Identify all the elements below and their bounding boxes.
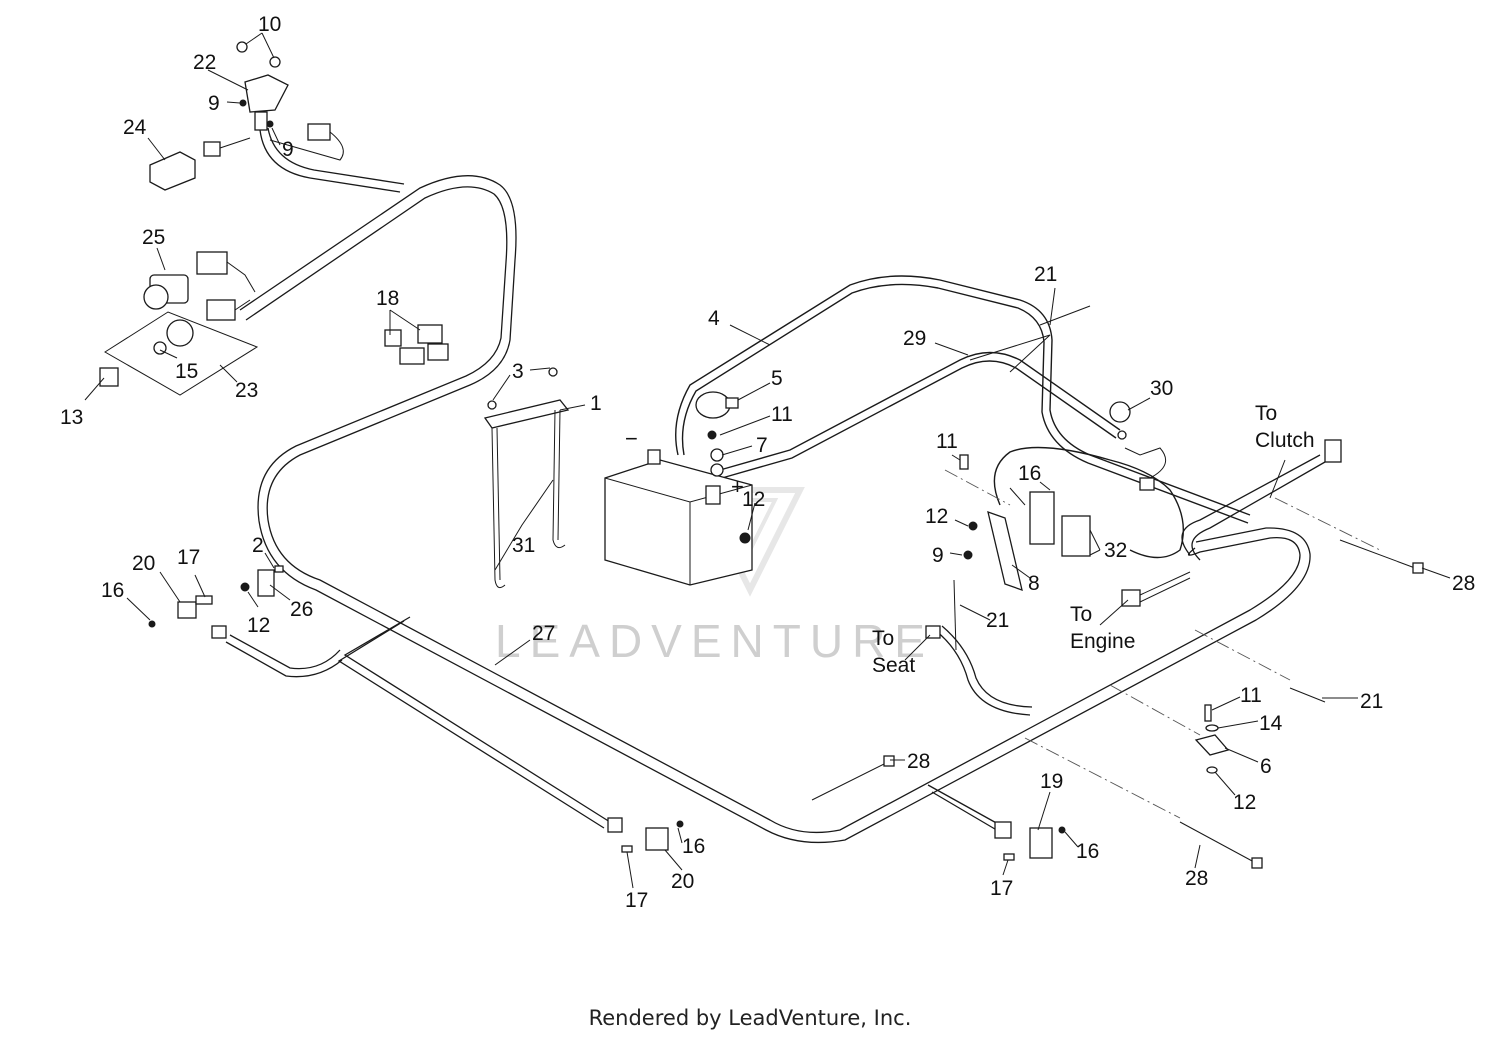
callout-21: 21 — [1360, 690, 1383, 713]
negative-terminal-symbol: − — [625, 426, 638, 451]
battery-cables — [675, 275, 1251, 524]
callout-9: 9 — [208, 92, 220, 115]
callout-25: 25 — [142, 226, 165, 249]
clutch-connector — [1324, 439, 1342, 463]
callout-3: 3 — [512, 360, 524, 383]
callout-29: 29 — [903, 327, 926, 350]
callout-28: 28 — [1452, 572, 1475, 595]
callout-18: 18 — [376, 287, 399, 310]
callout-2: 2 — [252, 534, 264, 557]
hour-meter — [149, 137, 251, 191]
callout-6: 6 — [1260, 755, 1272, 778]
hour-meter-bracket — [236, 41, 344, 161]
tie-strap-21-right — [1289, 687, 1326, 703]
callout-4: 4 — [708, 307, 720, 330]
battery — [604, 449, 753, 586]
callout-11: 11 — [1240, 684, 1262, 707]
to-clutch-label-line1: To — [1255, 402, 1277, 425]
callout-17: 17 — [177, 546, 200, 569]
callout-17: 17 — [990, 877, 1013, 900]
switch-20-bottom — [607, 817, 684, 853]
callout-12: 12 — [742, 488, 765, 511]
callout-32: 32 — [1104, 539, 1127, 562]
callout-7: 7 — [756, 434, 768, 457]
switch-20-left — [148, 595, 227, 639]
sensor-30 — [1109, 401, 1167, 491]
tie-28-bottom — [811, 755, 895, 801]
to-clutch-label-line2: Clutch — [1255, 429, 1315, 452]
callout-11: 11 — [936, 430, 958, 453]
switch-19 — [994, 821, 1066, 861]
tie-28-right — [1339, 539, 1424, 574]
footer-credit: Rendered by LeadVenture, Inc. — [588, 1006, 912, 1030]
callout-20: 20 — [671, 870, 694, 893]
callout-5: 5 — [771, 367, 783, 390]
callout-15: 15 — [175, 360, 198, 383]
callout-27: 27 — [532, 622, 555, 645]
destination-labels: To Clutch To Engine To Seat — [872, 402, 1315, 677]
bracket-26 — [240, 565, 284, 597]
callout-28: 28 — [907, 750, 930, 773]
callout-16: 16 — [1018, 462, 1041, 485]
callout-24: 24 — [123, 116, 147, 139]
callout-14: 14 — [1259, 712, 1283, 735]
ignition-switch — [143, 251, 256, 321]
leader-lines — [84, 32, 1451, 889]
connector-set — [384, 324, 449, 365]
callout-numbers: 10 22 9 9 24 25 13 15 23 18 3 1 4 5 11 7… — [60, 13, 1475, 912]
centerlines — [944, 469, 1381, 819]
callout-9: 9 — [282, 138, 294, 161]
callout-16: 16 — [101, 579, 124, 602]
callout-12: 12 — [247, 614, 270, 637]
relay-bracket — [959, 454, 1091, 592]
callout-28: 28 — [1185, 867, 1208, 890]
tie-strap-21-top — [1039, 305, 1091, 326]
callout-21: 21 — [986, 609, 1009, 632]
callout-11: 11 — [771, 403, 793, 426]
callout-31: 31 — [512, 534, 535, 557]
callout-12: 12 — [925, 505, 948, 528]
watermark-text: LEADVENTURE — [495, 615, 934, 667]
callout-1: 1 — [590, 392, 602, 415]
callout-16: 16 — [682, 835, 705, 858]
callout-26: 26 — [290, 598, 313, 621]
tie-28-lower-right — [1179, 821, 1263, 869]
relay-wire — [993, 446, 1185, 559]
callout-30: 30 — [1150, 377, 1173, 400]
callout-20: 20 — [132, 552, 155, 575]
engine-connector — [1121, 571, 1191, 607]
callout-19: 19 — [1040, 770, 1063, 793]
callout-13: 13 — [60, 406, 83, 429]
tie-strap-21-seat — [953, 579, 957, 651]
to-engine-label-line1: To — [1070, 603, 1092, 626]
positive-terminal-symbol: + — [731, 474, 744, 499]
to-engine-label-line2: Engine — [1070, 630, 1135, 653]
callout-21: 21 — [1034, 263, 1057, 286]
callout-8: 8 — [1028, 572, 1040, 595]
callout-9: 9 — [932, 544, 944, 567]
key-switch-kit — [99, 311, 259, 396]
callout-12: 12 — [1233, 791, 1256, 814]
to-seat-label-line1: To — [872, 627, 894, 650]
callout-22: 22 — [193, 51, 216, 74]
callout-17: 17 — [625, 889, 648, 912]
to-seat-label-line2: Seat — [872, 654, 915, 677]
clamp-6 — [1194, 704, 1230, 774]
callout-10: 10 — [258, 13, 281, 36]
starter-solenoid — [695, 391, 739, 477]
battery-hold-down — [483, 367, 570, 589]
callout-23: 23 — [235, 379, 258, 402]
main-harness — [225, 127, 1326, 844]
callout-16: 16 — [1076, 840, 1099, 863]
